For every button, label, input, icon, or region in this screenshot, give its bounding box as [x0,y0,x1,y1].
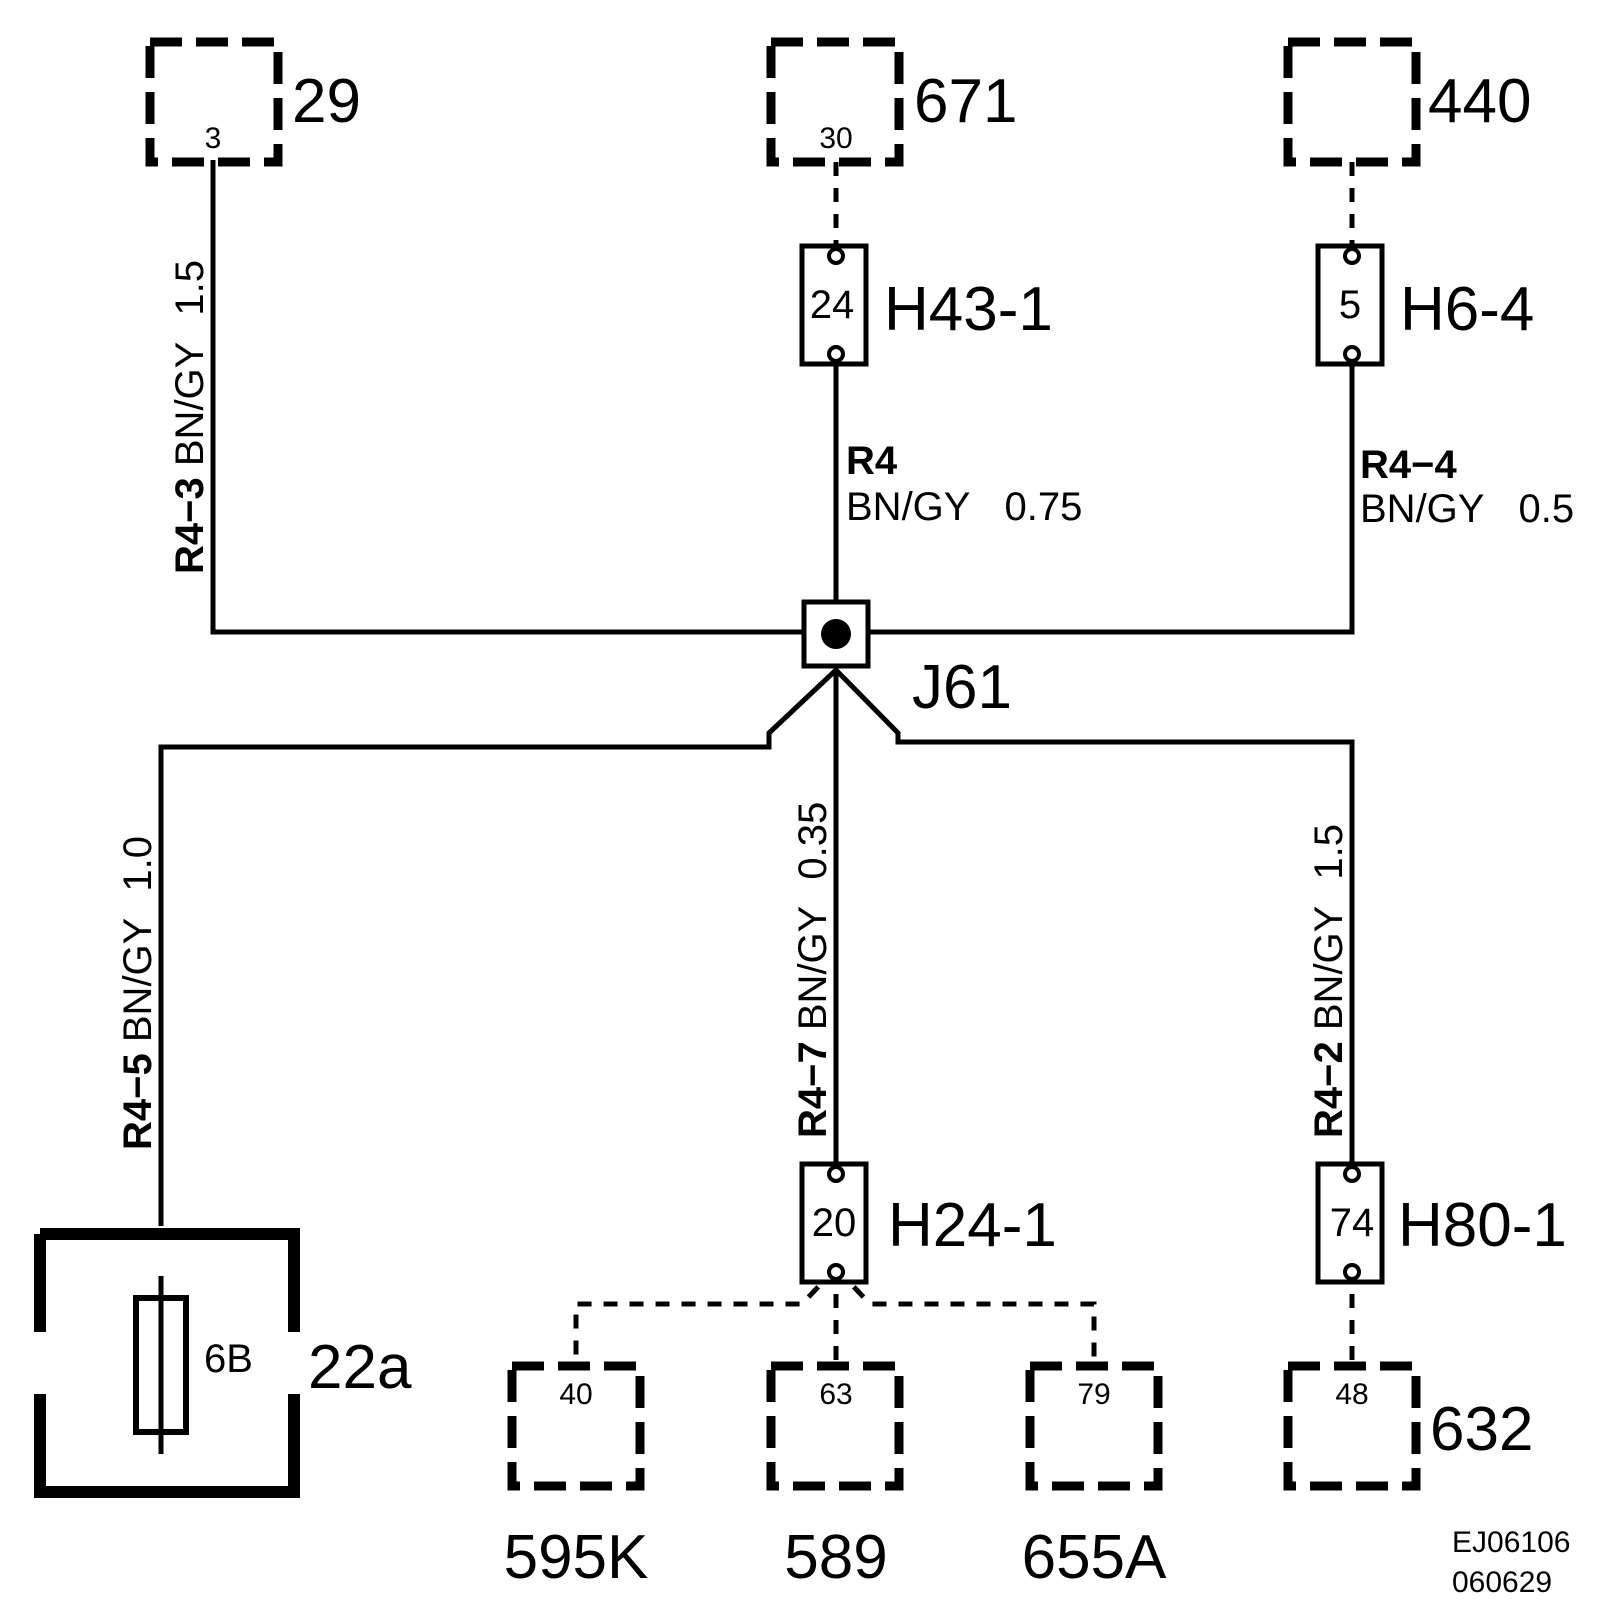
wires [158,160,1355,1226]
dashed-wire-655a [834,1266,1097,1364]
connector-h24-1: 20 H24-1 [799,1161,1057,1285]
footer-date: 060629 [1452,1566,1552,1599]
pin-label: 79 [1077,1378,1110,1411]
connector-body [799,1161,869,1285]
pin-label: 40 [559,1378,592,1411]
footer: EJ06106 060629 [1452,1526,1570,1599]
fuse-id: 6B [204,1337,253,1381]
footer-code: EJ06106 [1452,1526,1570,1559]
component-id: 440 [1428,67,1531,136]
component-box [766,1361,904,1491]
pin-top [1343,247,1361,265]
splice-id: J61 [912,653,1012,722]
component-id: 671 [914,67,1017,136]
component-box [1283,1361,1421,1491]
pin-bottom [1343,1263,1361,1281]
component-box [145,37,283,167]
connector-h43-1: 24 H43-1 [799,243,1053,367]
component-id: 22a [308,1333,412,1402]
component-id: 655A [1022,1523,1167,1592]
connector-body [1315,243,1385,367]
wire-label: R4−2 BN/GY1.5 [1307,824,1351,1138]
component-id: 595K [504,1523,649,1592]
pin-bottom [1343,345,1361,363]
connector-h6-4: 5 H6-4 [1315,243,1534,367]
dashed-wire-595k [573,1266,838,1364]
connector-id: H6-4 [1400,275,1534,344]
component-box [1283,37,1421,167]
dashed-wires [573,162,1355,1364]
splice-dot [821,619,851,649]
connector-pin: 24 [810,283,855,327]
pin-top [827,1165,845,1183]
wire-label-r4-2: R4−2 BN/GY1.5 [1307,824,1351,1138]
wire-label: R4−3 BN/GY1.5 [168,260,212,574]
connector-body [799,243,869,367]
fuse-symbol [133,1295,189,1435]
connector-id: H80-1 [1398,1191,1567,1260]
wire-r4-5 [158,668,838,1226]
fuse-box-outline [34,1228,300,1498]
component-id: 589 [784,1523,887,1592]
pin-bottom [827,345,845,363]
wire-label-r4-5: R4−5 BN/GY1.0 [116,836,160,1150]
connector-body [1315,1161,1385,1285]
wire-r4-4 [836,356,1355,635]
connector-id: H24-1 [888,1191,1057,1260]
wire-r4-3 [210,160,836,635]
component-box [507,1361,645,1491]
pin-label: 30 [819,122,852,155]
component-632: 48 632 [1283,1361,1533,1491]
component-id: 29 [292,67,361,136]
wire-label: R4−7 BN/GY0.35 [791,802,835,1138]
connector-pin: 5 [1339,283,1361,327]
component-671: 30 671 [766,37,1017,167]
pin-label: 3 [205,122,222,155]
wire-label-r4-3: R4−3 BN/GY1.5 [168,260,212,574]
wire-label: R4−5 BN/GY1.0 [116,836,160,1150]
pin-label: 48 [1335,1378,1368,1411]
component-655a: 79 655A [1022,1361,1167,1592]
wire-label-r4-7: R4−7 BN/GY0.35 [791,802,835,1138]
component-22a: 6B 22a [34,1228,412,1498]
component-29: 3 29 [145,37,361,167]
component-589: 63 589 [766,1361,904,1592]
component-box [1025,1361,1163,1491]
pin-bottom [827,1263,845,1281]
component-440: 440 [1283,37,1531,167]
connector-pin: 74 [1330,1201,1375,1245]
pin-label: 63 [819,1378,852,1411]
component-id: 632 [1430,1395,1533,1464]
connector-id: H43-1 [884,275,1053,344]
component-595k: 40 595K [504,1361,649,1592]
component-box [766,37,904,167]
wire-circuit: R4 [846,439,898,483]
pin-top [827,247,845,265]
pin-top [1343,1165,1361,1183]
wire-circuit: R4−4 [1360,443,1457,487]
wire-r4-2 [834,668,1355,1168]
splice-j61: J61 [801,599,1012,722]
connector-h80-1: 74 H80-1 [1315,1161,1567,1285]
connector-pin: 20 [812,1201,857,1245]
